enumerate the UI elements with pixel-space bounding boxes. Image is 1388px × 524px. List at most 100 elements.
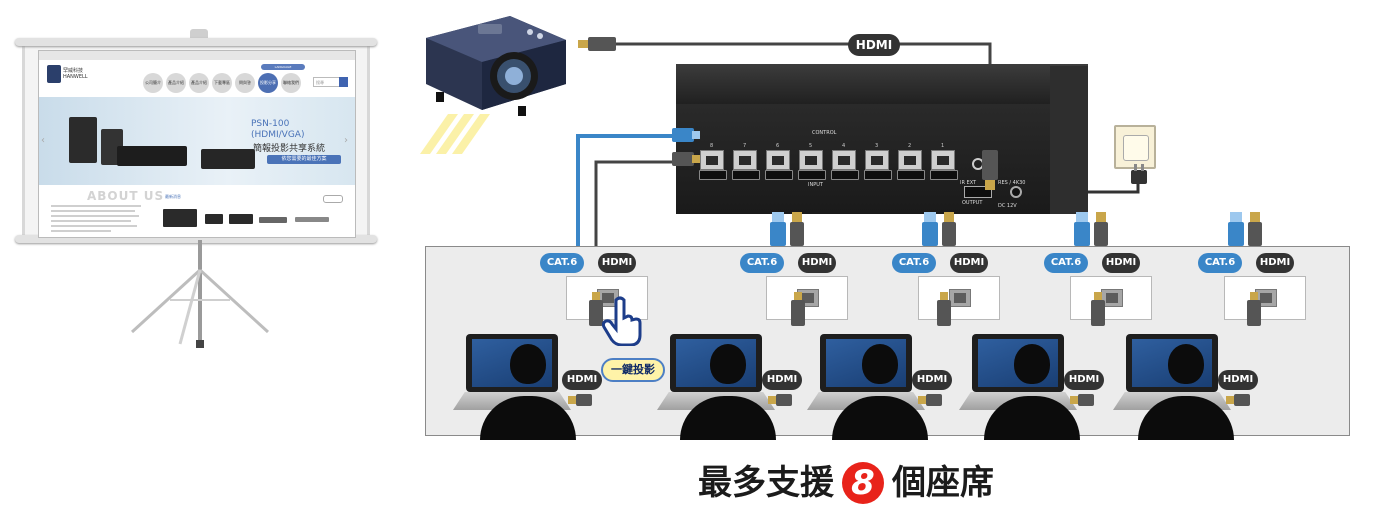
hdmi-input-port[interactable] [798,170,826,180]
hdmi-badge: HDMI [1102,253,1140,273]
caption-after: 個座席 [892,462,994,503]
rj45-port[interactable] [733,150,757,170]
port-number: 7 [743,143,747,149]
news-product[interactable] [229,214,253,224]
hdmi-input-port[interactable] [897,170,925,180]
projector-icon [426,16,566,116]
rj45-port[interactable] [931,150,955,170]
cat6-badge: CAT.6 [740,253,784,273]
projection-light-beams [420,114,490,154]
nav-item-6[interactable] [258,73,278,93]
hdmi-plug-down [1091,292,1105,326]
nav-item-3[interactable] [189,73,209,93]
rj45-port[interactable] [700,150,724,170]
rj45-port[interactable] [898,150,922,170]
cat6-badge: CAT.6 [892,253,936,273]
rj45-port[interactable] [832,150,856,170]
nav-item-4[interactable] [212,73,232,93]
nav-label-3: 產品介紹 [191,80,207,85]
news-product[interactable] [295,217,329,222]
rj45-port[interactable] [799,150,823,170]
hdmi-input-port[interactable] [864,170,892,180]
hdmi-input-port[interactable] [765,170,793,180]
hdmi-plug-down [589,292,603,326]
hero-product [201,149,255,169]
search-icon[interactable] [339,77,348,87]
port-number: 1 [941,143,945,149]
nav-label-2: 產品介紹 [168,80,184,85]
news-product[interactable] [163,209,197,227]
hdmi-badge: HDMI [1256,253,1294,273]
nav-label-7: 聯絡我們 [283,80,299,85]
seat-5-plugs [1228,212,1262,246]
wall-plate-seat-4 [1070,276,1152,320]
hero-product [69,117,97,163]
person-silhouette [510,344,546,384]
input-label: INPUT [808,182,823,188]
about-heading: ABOUT US [87,189,165,203]
language-pill[interactable]: LANGUAGE [261,64,305,70]
hand-pointer-icon [602,296,642,346]
nav-item-2[interactable] [166,73,186,93]
hdmi-plug-down [1247,292,1261,326]
hdmi-badge-laptop: HDMI [562,370,602,390]
hdmi-badge-laptop: HDMI [762,370,802,390]
rj45-port[interactable] [865,150,889,170]
seat-2-plugs [770,212,804,246]
hdmi-badge-laptop: HDMI [1218,370,1258,390]
hdmi-badge: HDMI [798,253,836,273]
switch-top [676,64,1088,106]
hero-subtitle: 簡報投影共享系統 [253,144,326,154]
switch-side [1050,66,1088,214]
hdmi-plug-laptop [568,394,592,406]
hdmi-input-port[interactable] [831,170,859,180]
dc-label: DC 12V [998,203,1017,209]
hdmi-projector-plug [578,37,616,51]
hdmi-plug-down [937,292,951,326]
res-label: RES / 4K30 [998,180,1026,186]
hdmi-input-port[interactable] [732,170,760,180]
hdmi-plug-laptop [768,394,792,406]
port-number: 6 [776,143,780,149]
hdmi-input-port[interactable] [930,170,958,180]
cat6-badge: CAT.6 [1044,253,1088,273]
one-click-label: 一鍵投影 [601,358,665,382]
browser-bar [39,51,355,60]
wall-plate-seat-3 [918,276,1000,320]
ir-label: IR EXT [960,180,977,186]
chevron-left-icon[interactable]: ‹ [41,135,45,146]
person-silhouette [1168,344,1204,384]
hero-button[interactable]: 依您需要的最佳方案 [267,155,341,164]
screen-top-bar [15,38,377,46]
port-number: 4 [842,143,846,149]
screen-bottom-bar [15,235,377,243]
chevron-right-icon[interactable]: › [344,135,348,146]
nav-label-1: 公司簡介 [145,80,161,85]
logo-cn: 罕威科技 [63,68,84,74]
hdmi-input-port[interactable] [699,170,727,180]
news-product[interactable] [205,214,223,224]
cat6-badge: CAT.6 [1198,253,1242,273]
power-outlet [1114,125,1156,169]
person-silhouette [862,344,898,384]
port-number: 5 [809,143,813,149]
dc-power-port[interactable] [1010,186,1022,198]
connector-plugs-switch [672,128,700,166]
nav-item-1[interactable] [143,73,163,93]
nav-label-5: 問與答 [239,80,251,85]
hdmi-badge-projector: HDMI [848,34,900,56]
port-number: 8 [710,143,714,149]
news-toggle[interactable] [323,195,343,203]
rj45-port[interactable] [766,150,790,170]
nav-item-7[interactable] [281,73,301,93]
one-click-button[interactable] [949,289,971,307]
hero-title: PSN-100 (HDMI/VGA) [251,119,305,140]
port-number: 3 [875,143,879,149]
hdmi-badge: HDMI [598,253,636,273]
nav-item-5[interactable] [235,73,255,93]
news-product[interactable] [259,217,287,223]
port-number: 2 [908,143,912,149]
logo-icon [47,65,61,83]
